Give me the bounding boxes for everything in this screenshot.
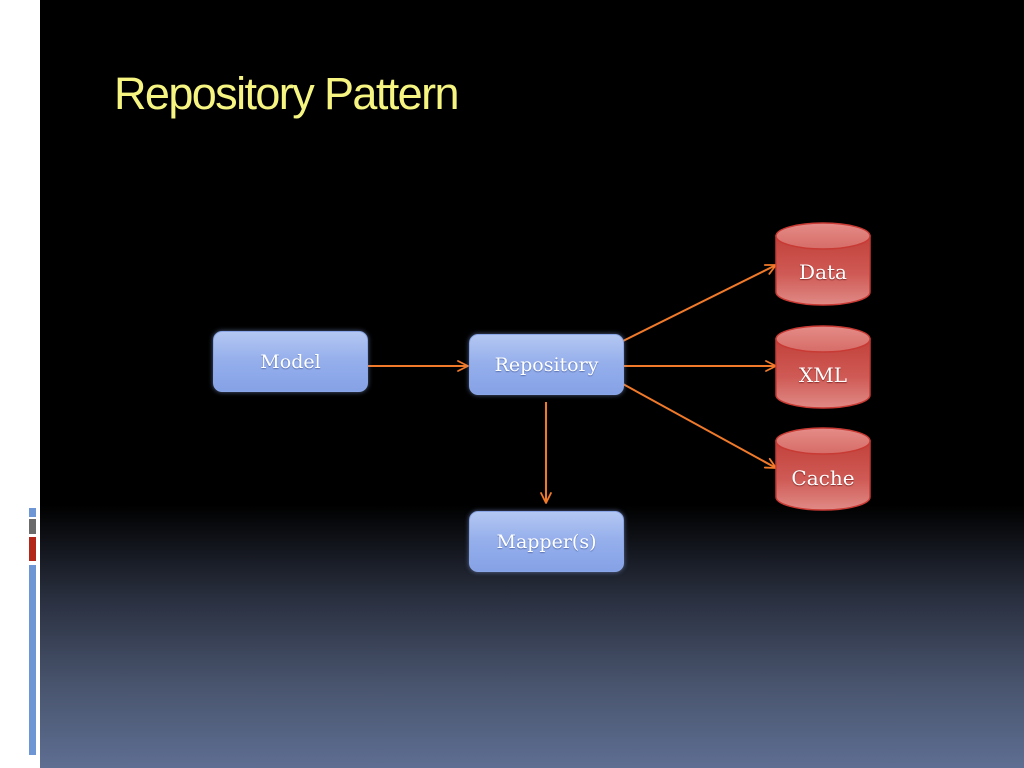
store-data-label: Data bbox=[799, 260, 847, 284]
store-xml-cylinder bbox=[775, 325, 871, 409]
arrow-repository-to-data bbox=[622, 264, 777, 342]
store-cache-label: Cache bbox=[791, 466, 855, 490]
node-model-label: Model bbox=[260, 350, 321, 373]
node-repository-label: Repository bbox=[494, 353, 599, 376]
node-model: Model bbox=[213, 331, 368, 392]
node-repository: Repository bbox=[469, 334, 624, 395]
accent-bar-gray bbox=[29, 519, 36, 534]
accent-bar-blue-long bbox=[29, 565, 36, 755]
store-xml-label: XML bbox=[799, 363, 847, 387]
accent-bar-red bbox=[29, 537, 36, 561]
store-data-cylinder bbox=[775, 222, 871, 306]
node-mapper: Mapper(s) bbox=[469, 511, 624, 572]
store-cache-cylinder bbox=[775, 427, 871, 511]
slide-title: Repository Pattern bbox=[114, 68, 459, 119]
accent-bar-blue-small bbox=[29, 508, 36, 517]
left-accent-strip bbox=[0, 0, 40, 768]
node-mapper-label: Mapper(s) bbox=[496, 530, 597, 553]
arrow-repository-to-cache bbox=[622, 383, 777, 469]
